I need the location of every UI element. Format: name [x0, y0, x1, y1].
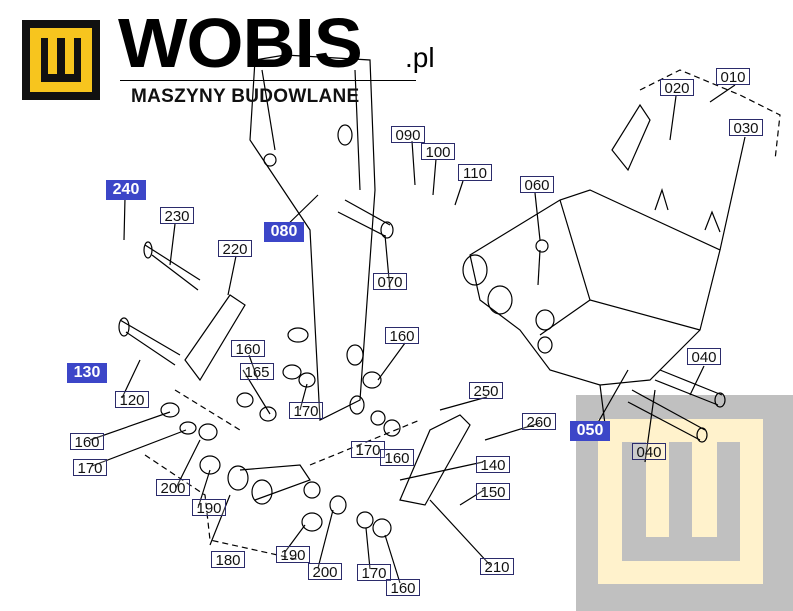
brand-tagline: MASZYNY BUDOWLANE	[131, 86, 360, 107]
part-label[interactable]: 180	[211, 551, 245, 569]
part-label[interactable]: 120	[115, 391, 149, 409]
part-label[interactable]: 220	[218, 240, 252, 258]
part-label[interactable]: 200	[308, 563, 342, 581]
part-label[interactable]: 150	[476, 483, 510, 501]
part-label[interactable]: 160	[386, 579, 420, 597]
part-label[interactable]: 170	[73, 459, 107, 477]
part-label[interactable]: 040	[632, 443, 666, 461]
part-label[interactable]: 160	[380, 449, 414, 467]
part-label[interactable]: 090	[391, 126, 425, 144]
brand-domain: .pl	[405, 42, 435, 73]
watermark-shape	[646, 442, 669, 537]
part-label[interactable]: 165	[240, 363, 274, 381]
part-label[interactable]: 100	[421, 143, 455, 161]
part-label[interactable]: 110	[458, 164, 492, 182]
part-label[interactable]: 260	[522, 413, 556, 431]
brand-name: WOBIS	[118, 4, 363, 82]
highlighted-part-label[interactable]: 240	[106, 180, 146, 200]
highlighted-part-label[interactable]: 050	[570, 421, 610, 441]
watermark-shape	[622, 442, 740, 561]
part-label[interactable]: 020	[660, 79, 694, 97]
watermark-shape	[692, 442, 717, 537]
logo-glyph	[41, 38, 81, 82]
brand-divider	[120, 80, 416, 81]
part-label[interactable]: 190	[192, 499, 226, 517]
part-label[interactable]: 140	[476, 456, 510, 474]
logo-glyph-gap	[65, 38, 74, 74]
part-label[interactable]: 160	[70, 433, 104, 451]
part-label[interactable]: 250	[469, 382, 503, 400]
part-label[interactable]: 010	[716, 68, 750, 86]
part-label[interactable]: 040	[687, 348, 721, 366]
part-label[interactable]: 160	[231, 340, 265, 358]
highlighted-part-label[interactable]: 130	[67, 363, 107, 383]
part-label[interactable]: 170	[357, 564, 391, 582]
part-label[interactable]: 230	[160, 207, 194, 225]
highlighted-part-label[interactable]: 080	[264, 222, 304, 242]
part-label[interactable]: 200	[156, 479, 190, 497]
part-label[interactable]: 160	[385, 327, 419, 345]
part-label[interactable]: 190	[276, 546, 310, 564]
part-label[interactable]: 060	[520, 176, 554, 194]
part-label[interactable]: 170	[351, 441, 385, 459]
logo-glyph-gap	[48, 38, 57, 74]
part-label[interactable]: 170	[289, 402, 323, 420]
part-label[interactable]: 210	[480, 558, 514, 576]
part-label[interactable]: 030	[729, 119, 763, 137]
part-label[interactable]: 070	[373, 273, 407, 291]
